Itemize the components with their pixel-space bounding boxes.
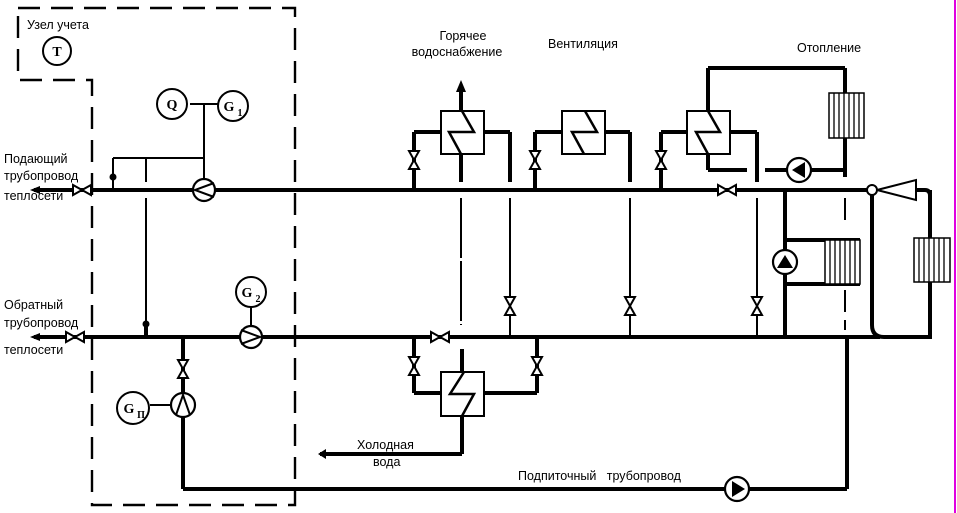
return-label-line3: теплосети — [4, 343, 63, 357]
flow-meter-makeup[interactable]: G П — [116, 391, 150, 425]
metering-unit-boundary — [16, 6, 297, 507]
cold-water-arrow-icon — [318, 449, 326, 459]
hot-water-outlet-arrow-icon — [456, 80, 466, 92]
metering-unit-label: Узел учета — [27, 18, 89, 32]
flow-return-subscript: 2 — [256, 294, 261, 305]
flow-return-symbol: G — [242, 286, 253, 301]
heating-heater — [655, 66, 847, 337]
return-label-line2: трубопровод — [4, 316, 79, 330]
flow-supply-subscript: 1 — [238, 108, 243, 119]
flow-supply-symbol: G — [224, 100, 235, 115]
flow-makeup-subscript: П — [137, 410, 145, 421]
return-arrow-icon — [30, 333, 40, 341]
hot-water-heater-upper — [408, 80, 516, 337]
flow-makeup-symbol: G — [124, 402, 135, 417]
temperature-sensor[interactable]: T — [42, 36, 72, 66]
heating-radiator-middle-icon — [824, 239, 861, 285]
heat-symbol: Q — [167, 98, 178, 113]
supply-label-line2: трубопровод — [4, 169, 79, 183]
heating-radiator-upper-icon — [828, 92, 865, 139]
cold-water-label-line2: вода — [373, 455, 400, 469]
return-flow-sensor-icon — [238, 324, 264, 350]
return-pipe — [30, 331, 880, 343]
supply-label-line1: Подающий — [4, 152, 68, 166]
hot-water-label-line2: водоснабжение — [412, 45, 503, 59]
flow-meter-return[interactable]: G 2 — [235, 276, 267, 308]
elevator-heating — [870, 188, 932, 339]
impulse-lines — [109, 103, 218, 337]
ventilation-label: Вентиляция — [548, 37, 618, 51]
temperature-symbol: T — [52, 45, 62, 60]
ventilation-heater — [529, 110, 636, 337]
makeup-pipe — [150, 337, 849, 491]
heating-label: Отопление — [797, 41, 861, 55]
cold-water-label-line1: Холодная — [357, 438, 414, 452]
supply-pipe — [30, 184, 872, 196]
makeup-pump-icon — [723, 475, 751, 503]
heating-radiator-right-icon — [913, 237, 951, 283]
supply-label-line3: теплосети — [4, 189, 63, 203]
makeup-pipeline-label: Подпиточный трубопровод — [518, 469, 682, 483]
heating-circulation-pump-icon — [785, 156, 813, 184]
mixing-pump-icon — [771, 248, 799, 276]
jet-elevator-icon — [866, 178, 917, 202]
right-edge-marker — [954, 0, 956, 513]
hot-water-heater-lower — [318, 337, 543, 459]
supply-arrow-icon — [30, 186, 40, 194]
supply-flow-sensor-icon — [191, 177, 217, 203]
flow-meter-supply[interactable]: G 1 — [217, 90, 249, 122]
hot-water-label-line1: Горячее — [440, 29, 487, 43]
return-label-line1: Обратный — [4, 298, 63, 312]
heat-meter[interactable]: Q — [156, 88, 188, 120]
